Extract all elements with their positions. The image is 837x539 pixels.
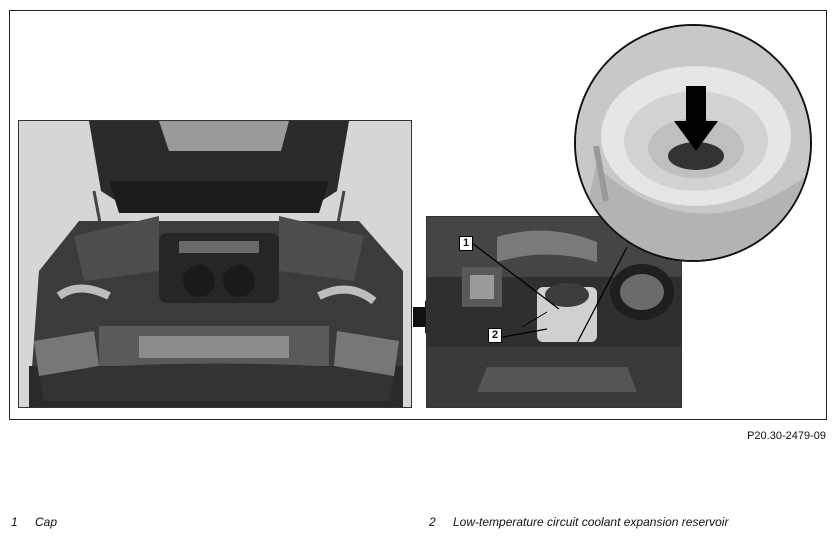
engine-bay-photo — [18, 120, 412, 408]
callout-1: 1 — [459, 236, 473, 251]
legend-number: 1 — [11, 515, 18, 529]
figure-reference-code: P20.30-2479-09 — [747, 430, 826, 442]
legend-label: Low-temperature circuit coolant expansio… — [453, 515, 729, 529]
legend-item-1: 1 Cap — [11, 515, 57, 529]
legend-number: 2 — [429, 515, 436, 529]
legend-label: Cap — [35, 515, 58, 529]
cap-zoom-circle — [574, 24, 812, 262]
legend-item-2: 2 Low-temperature circuit coolant expansi… — [429, 515, 728, 529]
callout-2: 2 — [488, 328, 502, 343]
down-arrow-icon — [674, 86, 718, 151]
